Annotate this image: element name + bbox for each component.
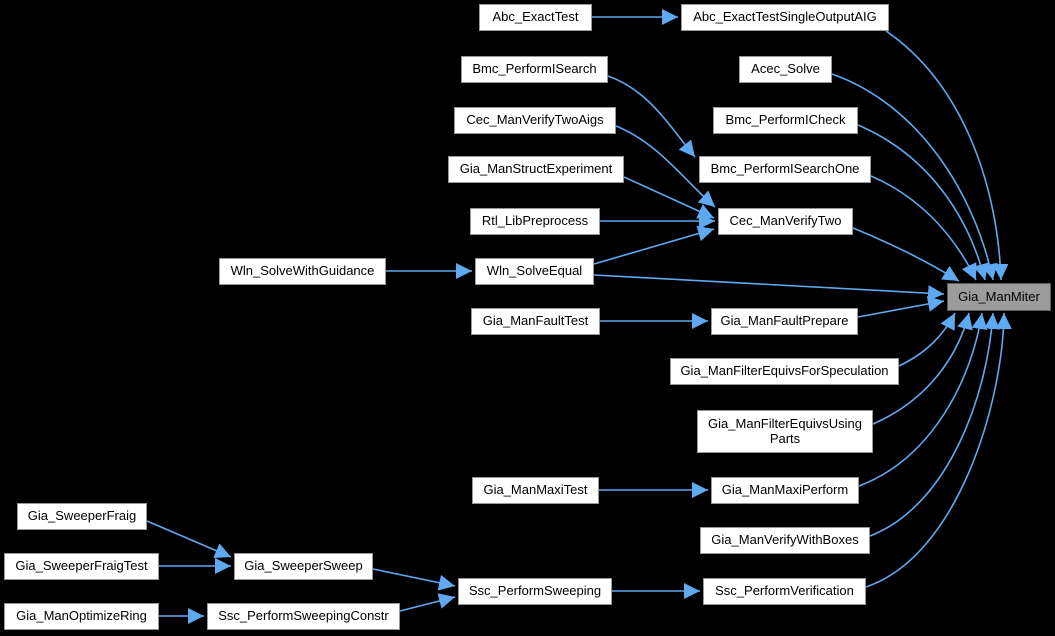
edge-giamanverifywithboxes-giamanmiter (869, 312, 1000, 537)
node-label: Cec_ManVerifyTwo (729, 213, 842, 229)
edge-abcexacttestsingleoutputaig-giamanmiter (885, 30, 1009, 281)
node-label: Gia_ManStructExperiment (459, 161, 613, 177)
node-abc-exacttestsingleoutputaig[interactable]: Abc_ExactTestSingleOutputAIG (681, 4, 889, 31)
node-label: Gia_ManMaxiTest (483, 482, 588, 498)
node-label: Rtl_LibPreprocess (481, 213, 589, 229)
node-bmc-performisearch[interactable]: Bmc_PerformISearch (461, 56, 608, 83)
edge-sscperformverification-giamanmiter (865, 312, 1012, 588)
node-label: Gia_ManOptimizeRing (16, 608, 147, 624)
node-label: Acec_Solve (751, 61, 820, 77)
node-label: Gia_ManFaultPrepare (720, 313, 849, 329)
node-cec-manverifytwo[interactable]: Cec_ManVerifyTwo (718, 208, 853, 235)
node-label: Gia_ManMaxiPerform (721, 482, 849, 498)
node-label-line1: Gia_ManFilterEquivsUsing (708, 415, 862, 431)
edge-bmcperformisearchone-giamanmiter (870, 175, 977, 281)
edge-wlnsolveequal-giamanmiter (593, 274, 945, 302)
node-abc-exacttest[interactable]: Abc_ExactTest (479, 4, 592, 31)
node-label: Gia_ManFaultTest (482, 313, 589, 329)
node-label: Gia_ManMiter (958, 288, 1040, 304)
node-gia-manfaultprepare[interactable]: Gia_ManFaultPrepare (711, 308, 858, 335)
node-label: Abc_ExactTest (492, 9, 579, 25)
node-gia-manfaulttest[interactable]: Gia_ManFaultTest (471, 308, 600, 335)
node-label: Abc_ExactTestSingleOutputAIG (693, 9, 877, 25)
node-ssc-performsweepingconstr[interactable]: Ssc_PerformSweepingConstr (207, 603, 400, 630)
node-label: Wln_SolveEqual (486, 263, 583, 279)
node-bmc-performisearchone[interactable]: Bmc_PerformISearchOne (699, 156, 871, 183)
node-bmc-performicheck[interactable]: Bmc_PerformICheck (713, 107, 858, 134)
node-label: Bmc_PerformICheck (725, 112, 846, 128)
node-label: Ssc_PerformSweeping (468, 583, 602, 599)
node-gia-manmaxitest[interactable]: Gia_ManMaxiTest (472, 477, 599, 504)
node-ssc-performsweeping[interactable]: Ssc_PerformSweeping (458, 578, 612, 605)
edge-giamanmaxiperform-giamanmiter (858, 312, 988, 487)
node-rtl-libpreprocess[interactable]: Rtl_LibPreprocess (470, 208, 600, 235)
edge-cecmanverifytwo-giamanmiter (852, 227, 960, 282)
edge-giasweepersweep-sscperformsweeping (372, 568, 456, 591)
node-label: Wln_SolveWithGuidance (230, 263, 375, 279)
node-gia-sweeperfraigtest[interactable]: Gia_SweeperFraigTest (4, 553, 159, 580)
node-acec-solve[interactable]: Acec_Solve (739, 56, 832, 83)
node-label: Ssc_PerformSweepingConstr (218, 608, 389, 624)
edge-giasweeperfraig-giasweepersweep (146, 520, 232, 559)
edge-bmcperformicheck-giamanmiter (857, 124, 989, 281)
node-gia-manmaxiperform[interactable]: Gia_ManMaxiPerform (711, 477, 859, 504)
node-gia-manoptimizering[interactable]: Gia_ManOptimizeRing (4, 603, 159, 630)
node-label: Ssc_PerformVerification (715, 583, 854, 599)
node-label: Bmc_PerformISearchOne (710, 161, 860, 177)
node-gia-sweeperfraig[interactable]: Gia_SweeperFraig (17, 503, 147, 530)
edge-giamanfaultprepare-giamanmiter (857, 296, 945, 318)
edge-sscperformsweepingconstr-sscperformsweeping (399, 593, 456, 612)
node-wln-solveequal[interactable]: Wln_SolveEqual (475, 258, 594, 285)
node-gia-manstructexperiment[interactable]: Gia_ManStructExperiment (448, 156, 624, 183)
node-label: Cec_ManVerifyTwoAigs (466, 112, 604, 128)
node-gia-sweepersweep[interactable]: Gia_SweeperSweep (234, 553, 373, 580)
edge-acecsolve-giamanmiter (831, 73, 998, 281)
edge-giamanfilterequivsforspeculation-giamanmiter (898, 312, 956, 367)
node-gia-manmiter[interactable]: Gia_ManMiter (947, 283, 1051, 311)
node-cec-manverifytwoaigs[interactable]: Cec_ManVerifyTwoAigs (454, 107, 616, 134)
node-ssc-performverification[interactable]: Ssc_PerformVerification (703, 578, 866, 605)
node-wln-solvewithguidance[interactable]: Wln_SolveWithGuidance (219, 258, 386, 285)
edge-cecmanverifytwoaigs-cecmanverifytwo (615, 125, 716, 208)
node-gia-manfilterequivsforspeculation[interactable]: Gia_ManFilterEquivsForSpeculation (670, 358, 899, 385)
edge-bmcperformisearch-bmcperformisearchone (607, 75, 696, 158)
edge-giamanfilterequivsusingparts-giamanmiter (872, 312, 973, 425)
node-label: Gia_ManVerifyWithBoxes (711, 532, 859, 548)
edge-wlnsolveequal-cecmanverifytwo (593, 225, 715, 265)
node-gia-manverifywithboxes[interactable]: Gia_ManVerifyWithBoxes (700, 527, 870, 554)
node-label: Gia_SweeperFraig (27, 508, 137, 524)
node-label: Gia_SweeperSweep (244, 558, 363, 574)
node-label: Gia_ManFilterEquivsForSpeculation (680, 363, 889, 379)
node-label-line2: Parts (769, 430, 801, 446)
edge-giamanstructexperiment-cecmanverifytwo (623, 176, 715, 219)
node-label: Gia_SweeperFraigTest (15, 558, 148, 574)
node-label: Bmc_PerformISearch (472, 61, 597, 77)
